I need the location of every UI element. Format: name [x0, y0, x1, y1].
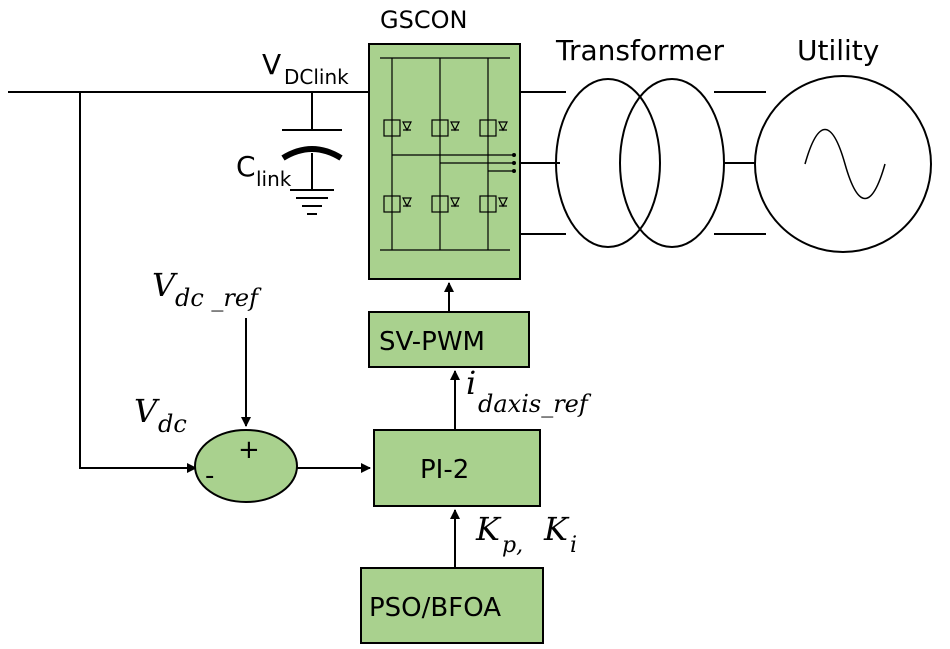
gscon-converter-block — [368, 43, 521, 280]
psobfoa-block — [360, 567, 544, 644]
svpwm-label: SV-PWM — [379, 327, 485, 357]
idaxis-label-main: i — [466, 364, 476, 402]
vdc-feedback-line — [79, 92, 197, 473]
dc-link-capacitor — [281, 92, 343, 215]
clink-label-main: C — [236, 150, 256, 183]
summing-junction — [194, 429, 298, 503]
minus-sign: - — [205, 461, 214, 491]
utility-source — [754, 75, 932, 253]
svpwm-block — [368, 311, 530, 368]
vdclink-label-sub: DClink — [284, 65, 349, 89]
kp-label-sub: p, — [502, 533, 523, 558]
gscon-label: GSCON — [380, 6, 467, 34]
ki-label-sub: i — [570, 533, 577, 558]
vdc-label-sub: dc — [158, 410, 187, 438]
vdcref-label-main: V — [152, 266, 178, 304]
transformer-label: Transformer — [555, 34, 725, 67]
clink-label-sub: link — [256, 167, 292, 191]
sine-wave-icon — [804, 129, 886, 199]
pi2-block — [373, 429, 541, 507]
psobfoa-label: PSO/BFOA — [369, 593, 501, 623]
plus-sign: + — [238, 435, 260, 465]
utility-label: Utility — [797, 34, 879, 67]
vdclink-label-main: V — [262, 48, 281, 81]
transformer-symbol — [555, 78, 725, 248]
pi2-label: PI-2 — [420, 455, 469, 485]
kp-label-main: K — [475, 510, 502, 548]
vdcref-label-sub: dc _ref — [175, 284, 262, 312]
vdc-label-main: V — [134, 392, 160, 430]
idaxis-label-sub: daxis_ref — [478, 390, 592, 418]
ki-label-main: K — [543, 510, 570, 548]
